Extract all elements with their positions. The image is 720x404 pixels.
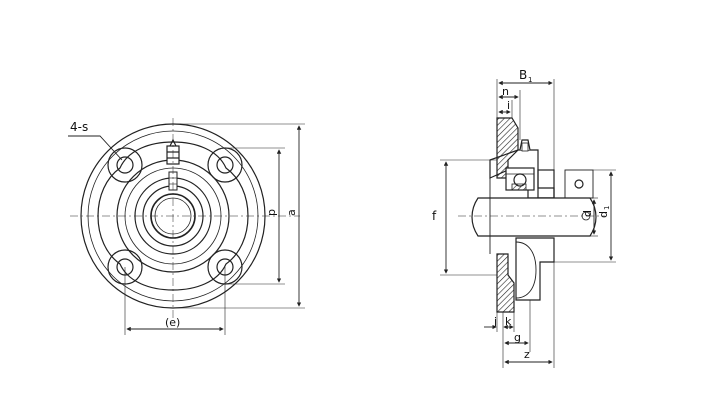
dimension-n bbox=[498, 90, 521, 140]
label-d1: d bbox=[597, 211, 610, 218]
set-screw-side bbox=[574, 179, 584, 189]
label-e: (e) bbox=[165, 316, 180, 329]
label-p: p bbox=[265, 209, 278, 216]
side-view bbox=[458, 117, 605, 313]
dimension-d1 bbox=[554, 169, 616, 263]
label-4-s: 4-s bbox=[70, 120, 88, 134]
dimension-p bbox=[225, 147, 285, 285]
label-B1-sub: 1 bbox=[528, 76, 532, 84]
dimension-g bbox=[502, 300, 531, 352]
label-z: z bbox=[524, 348, 530, 361]
label-n: n bbox=[502, 85, 509, 98]
label-i: i bbox=[507, 99, 510, 112]
bolt-hole-top-left bbox=[116, 156, 134, 174]
bolt-hole-top-right bbox=[216, 156, 234, 174]
dimension-j bbox=[484, 312, 504, 332]
label-f: f bbox=[432, 209, 437, 223]
shaft bbox=[471, 197, 597, 237]
ear-top-left bbox=[107, 147, 143, 183]
dimension-i bbox=[498, 100, 513, 118]
dimension-a bbox=[173, 123, 305, 309]
dimension-d bbox=[590, 197, 598, 237]
dimension-f bbox=[440, 159, 497, 276]
label-k: k bbox=[505, 315, 512, 328]
housing-lower bbox=[515, 237, 555, 301]
flange-plate-top bbox=[496, 117, 519, 179]
dimension-B1 bbox=[496, 79, 555, 170]
flange-plate-bottom bbox=[496, 253, 515, 313]
label-a: a bbox=[285, 209, 298, 216]
label-d1-sub: 1 bbox=[603, 206, 611, 210]
label-g: g bbox=[514, 331, 521, 344]
dimension-e bbox=[124, 267, 226, 335]
label-j: j bbox=[493, 315, 497, 328]
dimension-z bbox=[502, 262, 555, 368]
housing-square-body bbox=[97, 141, 249, 291]
housing-rear bbox=[537, 169, 555, 199]
label-B1: B bbox=[519, 68, 527, 82]
label-d: d bbox=[581, 210, 594, 217]
bolt-holes-callout: 4-s bbox=[68, 120, 123, 161]
dimension-k bbox=[503, 312, 515, 332]
